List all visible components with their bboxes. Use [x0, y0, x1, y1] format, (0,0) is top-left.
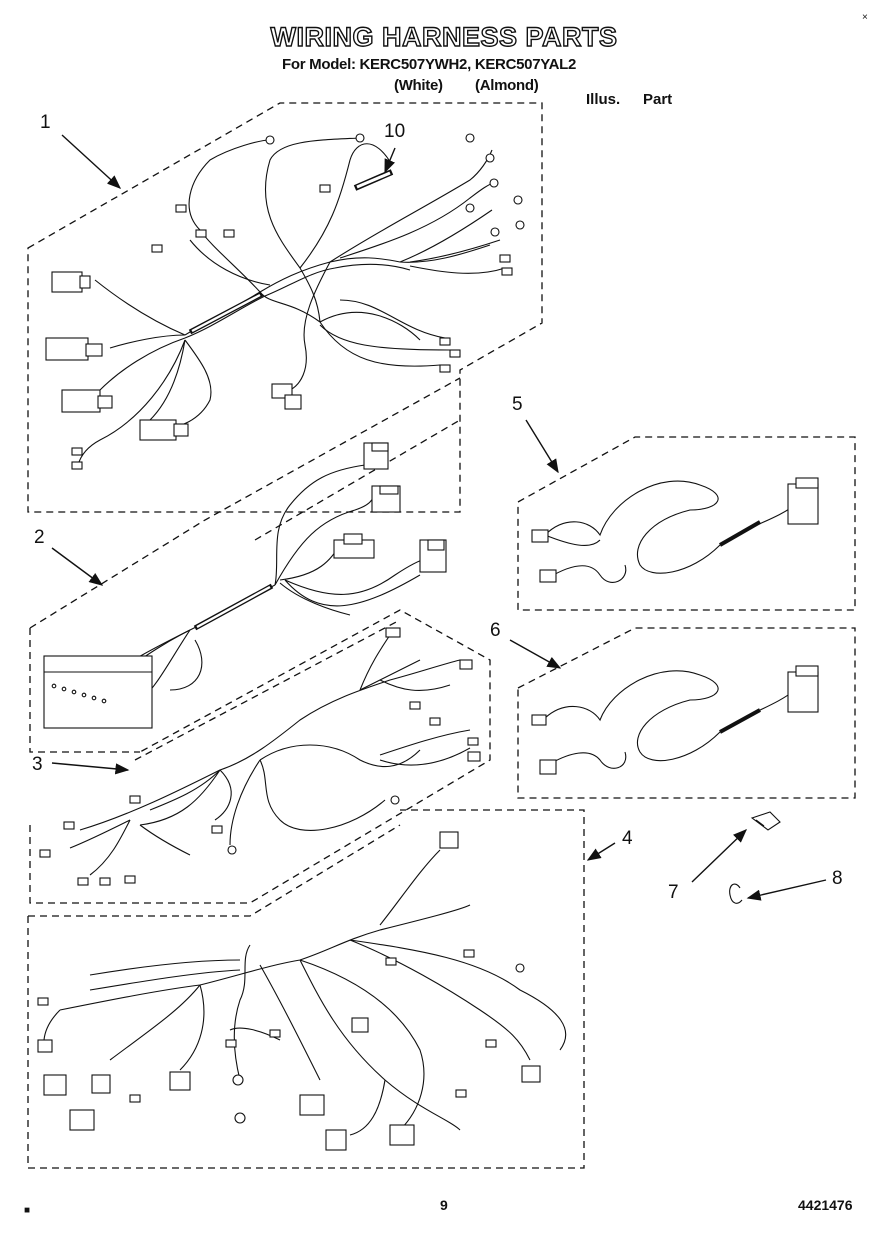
- outline-part-5: [517, 436, 856, 611]
- arrow-4: [586, 842, 616, 861]
- document-number: 4421476: [798, 1197, 853, 1213]
- harness-part-2: [109, 464, 429, 701]
- connectors-part-6: [531, 665, 819, 775]
- callout-7: 7: [668, 882, 679, 903]
- header-illus: Illus.: [586, 91, 621, 108]
- connectors-part-2: [43, 442, 447, 729]
- outline-part-1: [27, 102, 543, 513]
- connectors-part-3: [39, 627, 481, 886]
- footer-mark: ■: [24, 1205, 31, 1216]
- arrow-3: [51, 762, 130, 775]
- connectors-part-4: [37, 831, 541, 1151]
- harness-part-6: [544, 670, 796, 769]
- callout-6: 6: [490, 620, 501, 641]
- arrow-6: [509, 639, 562, 669]
- connectors-part-1: [45, 133, 525, 470]
- harness-part-4: [43, 849, 567, 1136]
- harness-part-3: [69, 634, 471, 876]
- callout-4: 4: [622, 828, 633, 849]
- outline-part-3: [29, 609, 491, 904]
- connectors-part-5: [531, 477, 819, 583]
- arrow-1: [61, 134, 122, 189]
- color-almond: (Almond): [475, 77, 539, 94]
- callout-1: 1: [40, 112, 51, 133]
- tie-part-8: [729, 883, 743, 904]
- page-number: 9: [440, 1197, 448, 1213]
- corner-mark: ×: [862, 12, 868, 23]
- outline-part-6: [517, 627, 856, 799]
- harness-part-1: [77, 137, 506, 466]
- arrow-5: [525, 419, 559, 474]
- callout-2: 2: [34, 527, 45, 548]
- harness-part-5: [544, 480, 796, 583]
- arrow-10: [384, 147, 396, 174]
- header-part: Part: [643, 91, 673, 108]
- outline-part-2: [29, 377, 461, 753]
- callout-5: 5: [512, 394, 523, 415]
- outline-part-4: [27, 809, 585, 1169]
- arrow-8: [746, 879, 827, 901]
- callout-8: 8: [832, 868, 843, 889]
- color-white: (White): [394, 77, 443, 94]
- page-title: WIRING HARNESS PARTS: [270, 21, 618, 52]
- clip-part-7: [750, 811, 781, 831]
- arrow-2: [51, 547, 104, 586]
- arrow-7: [691, 829, 748, 883]
- callout-3: 3: [32, 754, 43, 775]
- model-line: For Model: KERC507YWH2, KERC507YAL2: [282, 56, 577, 73]
- callout-10: 10: [384, 121, 406, 142]
